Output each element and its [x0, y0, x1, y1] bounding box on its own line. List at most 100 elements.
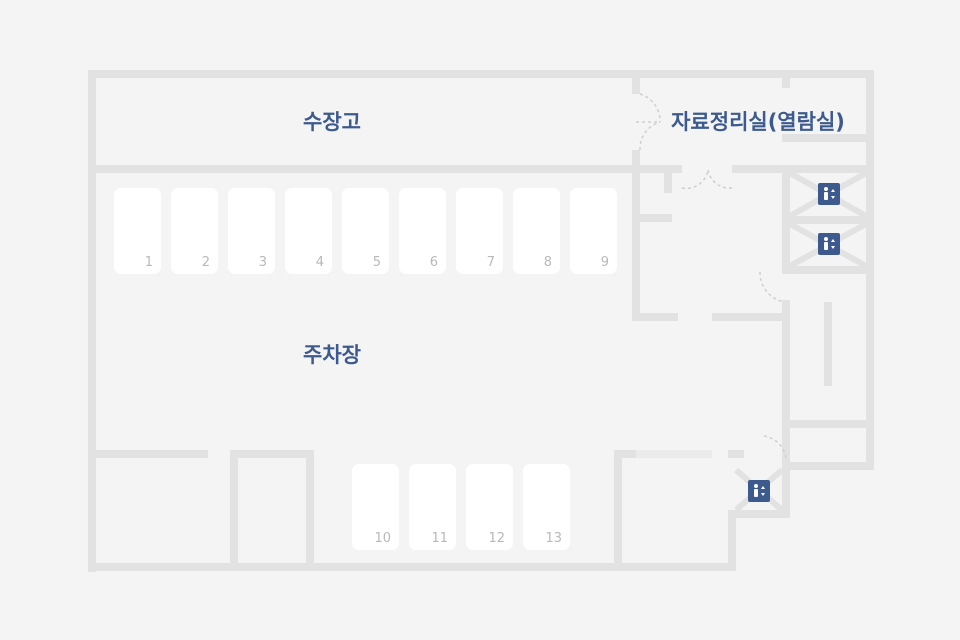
wall-archive-right-upper	[782, 70, 790, 88]
parking-slot[interactable]: 6	[399, 188, 446, 274]
parking-slot[interactable]: 8	[513, 188, 560, 274]
parking-slot[interactable]: 4	[285, 188, 332, 274]
parking-slot[interactable]: 3	[228, 188, 275, 274]
wall-bottom-room2-left	[230, 450, 238, 571]
parking-slot-box	[114, 188, 161, 274]
room-label-archive[interactable]: 자료정리실(열람실)	[671, 110, 845, 134]
elevator-icon[interactable]	[748, 480, 770, 502]
parking-slot-number: 13	[545, 531, 562, 546]
wall-storage-bottom	[88, 165, 636, 173]
parking-slot-number: 9	[601, 255, 609, 270]
door-swing	[639, 93, 661, 123]
elevator-icon[interactable]	[818, 233, 840, 255]
elevator-person-head	[824, 237, 828, 241]
parking-slot-number: 7	[487, 255, 495, 270]
wall-bottom-room2-right	[306, 450, 314, 571]
wall-shaft-left	[782, 300, 790, 470]
wall-bottom-right-room-top2	[728, 450, 744, 458]
wall-bottom-room-top	[88, 450, 208, 458]
parking-slot-box	[466, 464, 513, 550]
wall-bottom-right-room-top	[614, 450, 636, 458]
parking-slot-number: 2	[202, 255, 210, 270]
parking-slot-number: 11	[431, 531, 448, 546]
wall-shaft-inner	[824, 302, 832, 386]
wall-archive-left-upper	[632, 70, 640, 94]
parking-slot[interactable]: 7	[456, 188, 503, 274]
wall-corridor-right	[712, 313, 790, 321]
parking-slot-number: 8	[544, 255, 552, 270]
wall-stub-1	[664, 173, 672, 193]
wall-stub-2	[632, 214, 672, 222]
wall-bottom-right	[614, 563, 734, 571]
wall-elev-bottom	[782, 266, 874, 274]
parking-slot-number: 12	[488, 531, 505, 546]
door-swing	[763, 435, 787, 459]
door-swings	[636, 93, 787, 459]
parking-slot-box	[342, 188, 389, 274]
parking-slot[interactable]: 1	[114, 188, 161, 274]
wall-outer-bottom	[88, 563, 618, 571]
parking-slot-box	[352, 464, 399, 550]
wall-right-bottom	[782, 462, 874, 470]
elevator-up-arrow	[761, 486, 765, 489]
door-swing	[639, 121, 661, 151]
wall-bottom-right-vertical	[728, 510, 736, 571]
room-label-parking[interactable]: 주차장	[303, 343, 361, 367]
parking-slot[interactable]: 9	[570, 188, 617, 274]
elevator-person-body	[824, 242, 828, 250]
parking-slot-number: 3	[259, 255, 267, 270]
wall-outer-top	[88, 70, 874, 78]
wall-elev-left	[782, 165, 790, 274]
door-swing	[681, 169, 709, 190]
wall-archive-bottom-right	[732, 165, 790, 173]
wall-shaft-bottom	[782, 420, 874, 428]
elevator-down-arrow	[761, 493, 765, 496]
elevator-up-arrow	[831, 189, 835, 192]
wall-elev-mid	[782, 216, 874, 224]
parking-slot-number: 6	[430, 255, 438, 270]
parking-slot-box	[409, 464, 456, 550]
elevator-person-head	[824, 187, 828, 191]
elevator-icon-bg	[818, 183, 840, 205]
parking-slot-box	[228, 188, 275, 274]
wall-archive-left-lower	[632, 150, 640, 320]
door-swing	[759, 271, 785, 303]
elevator-up-arrow	[831, 239, 835, 242]
wall-archive-bottom-left	[632, 165, 682, 173]
elevator-icons	[748, 183, 840, 502]
parking-slot[interactable]: 11	[409, 464, 456, 550]
elevator-icon[interactable]	[818, 183, 840, 205]
parking-slot[interactable]: 2	[171, 188, 218, 274]
parking-slot-box	[570, 188, 617, 274]
parking-slot-number: 4	[316, 255, 324, 270]
wall-archive-right-h	[782, 134, 874, 142]
parking-slot[interactable]: 13	[523, 464, 570, 550]
parking-slot-box	[285, 188, 332, 274]
parking-slots-top: 1 2 3 4 5 6 7 8 9	[114, 188, 617, 274]
door-swing	[707, 169, 733, 189]
parking-slot-number: 5	[373, 255, 381, 270]
elevator-person-head	[754, 484, 758, 488]
room-label-storage[interactable]: 수장고	[303, 110, 361, 134]
wall-outer-left	[88, 70, 96, 572]
parking-slot-box	[456, 188, 503, 274]
walls	[88, 70, 874, 572]
wall-elevator3-bottom	[728, 510, 790, 518]
parking-slot[interactable]: 12	[466, 464, 513, 550]
parking-slot-box	[513, 188, 560, 274]
elevator-icon-bg	[818, 233, 840, 255]
wall-elevator3-right	[782, 462, 790, 518]
wall-bottom-room2-top	[230, 450, 314, 458]
partition-light	[636, 450, 712, 458]
parking-slot[interactable]: 10	[352, 464, 399, 550]
wall-corridor-left	[632, 313, 678, 321]
elevator-down-arrow	[831, 246, 835, 249]
parking-slot-number: 10	[374, 531, 391, 546]
elevator-person-body	[824, 192, 828, 200]
parking-slot-number: 1	[145, 255, 153, 270]
parking-slot-box	[171, 188, 218, 274]
parking-slot[interactable]: 5	[342, 188, 389, 274]
parking-slot-box	[399, 188, 446, 274]
wall-bottom-right-room-left	[614, 450, 622, 571]
elevator-down-arrow	[831, 196, 835, 199]
